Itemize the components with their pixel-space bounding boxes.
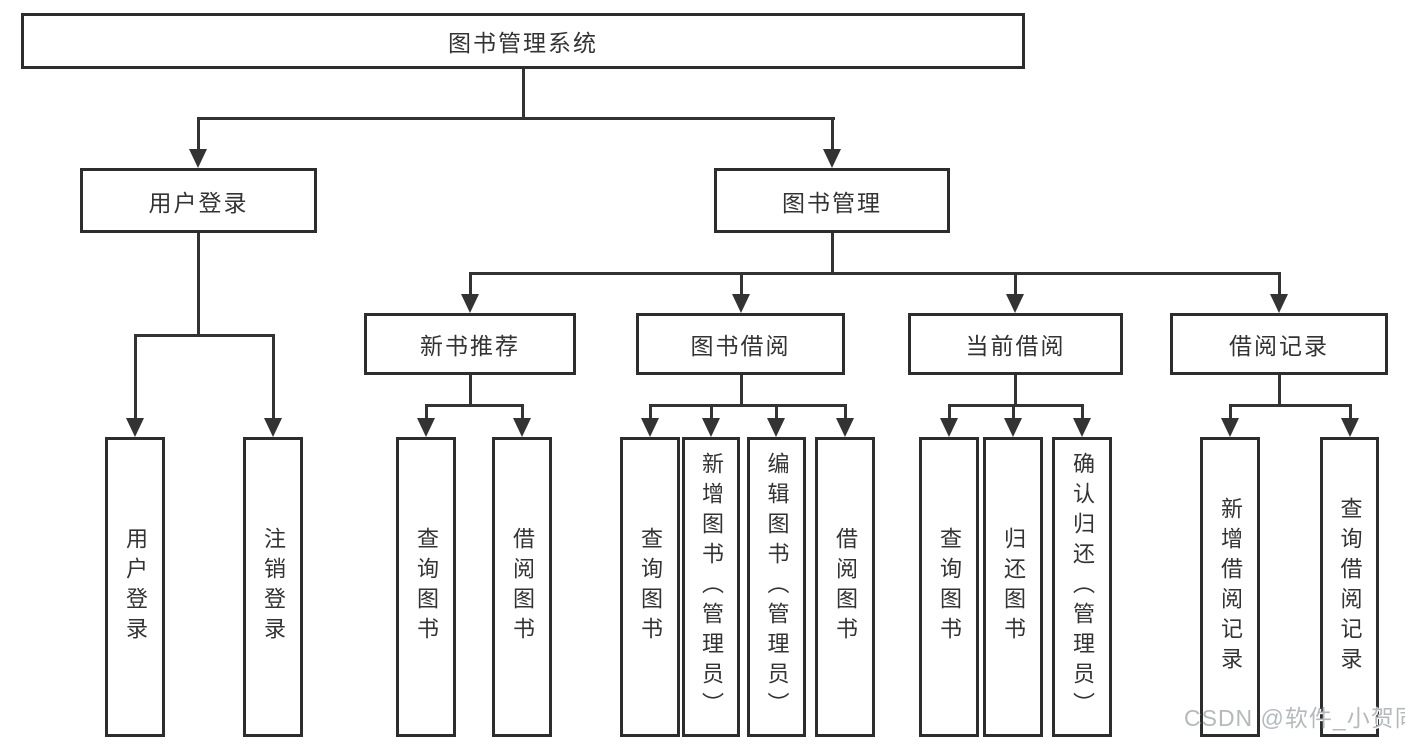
leaf-add-book-admin: 新增图书（管理员） xyxy=(682,437,740,737)
arrow-down-icon xyxy=(1270,294,1288,313)
connector-line xyxy=(134,334,275,337)
leaf-confirm-return-admin: 确认归还（管理员） xyxy=(1052,437,1112,737)
arrow-down-icon xyxy=(417,418,435,437)
leaf-user-login: 用户登录 xyxy=(105,437,165,737)
leaf-logout: 注销登录 xyxy=(243,437,303,737)
arrow-down-icon xyxy=(940,418,958,437)
connector-line xyxy=(1229,406,1232,420)
node-new-book-recommend: 新书推荐 xyxy=(364,313,576,375)
leaf-add-borrow-record-label: 新增借阅记录 xyxy=(1218,497,1243,677)
arrow-down-icon xyxy=(1073,418,1091,437)
leaf-add-borrow-record: 新增借阅记录 xyxy=(1200,437,1260,737)
node-book-management: 图书管理 xyxy=(714,168,950,233)
node-current-borrow-label: 当前借阅 xyxy=(965,333,1066,359)
node-borrow-records-label: 借阅记录 xyxy=(1229,333,1329,359)
arrow-down-icon xyxy=(461,294,479,313)
connector-line xyxy=(197,118,200,151)
leaf-recommend-borrow-book-label: 借阅图书 xyxy=(510,527,535,647)
connector-line xyxy=(1012,406,1015,420)
connector-line xyxy=(1349,406,1352,420)
connector-line xyxy=(425,406,428,420)
arrow-down-icon xyxy=(1004,418,1022,437)
arrow-down-icon xyxy=(641,418,659,437)
leaf-recommend-query-book: 查询图书 xyxy=(396,437,456,737)
arrow-down-icon xyxy=(732,294,750,313)
leaf-current-query-book-label: 查询图书 xyxy=(937,527,962,647)
connector-line xyxy=(1014,274,1017,296)
leaf-borrow-borrow-book: 借阅图书 xyxy=(815,437,875,737)
node-borrow-records: 借阅记录 xyxy=(1170,313,1388,375)
node-book-management-label: 图书管理 xyxy=(782,189,882,216)
connector-line xyxy=(197,233,200,336)
connector-line xyxy=(740,274,743,296)
arrow-down-icon xyxy=(702,418,720,437)
connector-line xyxy=(272,336,275,420)
connector-line xyxy=(469,274,472,296)
node-book-borrow-label: 图书借阅 xyxy=(690,333,791,359)
connector-line xyxy=(831,233,834,275)
leaf-user-login-label: 用户登录 xyxy=(123,527,148,647)
leaf-borrow-borrow-book-label: 借阅图书 xyxy=(833,527,858,647)
leaf-current-query-book: 查询图书 xyxy=(919,437,979,737)
watermark: CSDN @软件_小贺同学 xyxy=(1184,705,1405,731)
connector-line xyxy=(469,375,472,406)
node-user-login: 用户登录 xyxy=(80,168,317,233)
leaf-borrow-query-book: 查询图书 xyxy=(620,437,680,737)
arrow-down-icon xyxy=(1006,294,1024,313)
leaf-edit-book-admin-label: 编辑图书（管理员） xyxy=(764,452,790,722)
connector-line xyxy=(710,406,713,420)
node-root: 图书管理系统 xyxy=(21,13,1025,69)
connector-line xyxy=(1278,375,1281,406)
connector-line xyxy=(948,404,1084,407)
leaf-borrow-query-book-label: 查询图书 xyxy=(638,527,663,647)
leaf-confirm-return-admin-label: 确认归还（管理员） xyxy=(1070,452,1095,722)
leaf-logout-label: 注销登录 xyxy=(261,527,286,647)
connector-line xyxy=(948,406,951,420)
connector-line xyxy=(1278,274,1281,296)
leaf-recommend-query-book-label: 查询图书 xyxy=(414,527,439,647)
leaf-add-book-admin-label: 新增图书（管理员） xyxy=(699,452,724,722)
connector-line xyxy=(134,336,137,420)
connector-line xyxy=(831,118,834,151)
arrow-down-icon xyxy=(513,418,531,437)
connector-line xyxy=(1014,375,1017,406)
node-root-label: 图书管理系统 xyxy=(448,30,598,56)
connector-line xyxy=(775,406,778,420)
leaf-recommend-borrow-book: 借阅图书 xyxy=(492,437,552,737)
connector-line xyxy=(197,117,835,120)
arrow-down-icon xyxy=(767,418,785,437)
leaf-return-book-label: 归还图书 xyxy=(1001,527,1026,647)
leaf-edit-book-admin: 编辑图书（管理员） xyxy=(747,437,806,737)
node-book-borrow: 图书借阅 xyxy=(636,313,845,375)
connector-line xyxy=(425,404,524,407)
arrow-down-icon xyxy=(1221,418,1239,437)
node-current-borrow: 当前借阅 xyxy=(908,313,1123,375)
connector-line xyxy=(649,404,847,407)
connector-line xyxy=(844,406,847,420)
connector-line xyxy=(521,406,524,420)
connector-line xyxy=(522,69,525,120)
leaf-query-borrow-record-label: 查询借阅记录 xyxy=(1337,497,1363,677)
connector-line xyxy=(649,406,652,420)
arrow-down-icon xyxy=(126,418,144,437)
connector-line xyxy=(469,272,1281,275)
connector-line xyxy=(740,375,743,406)
node-user-login-label: 用户登录 xyxy=(148,189,249,216)
connector-line xyxy=(1081,406,1084,420)
arrow-down-icon xyxy=(1341,418,1359,437)
arrow-down-icon xyxy=(836,418,854,437)
arrow-down-icon xyxy=(823,149,841,168)
connector-line xyxy=(1229,404,1352,407)
arrow-down-icon xyxy=(264,418,282,437)
leaf-query-borrow-record: 查询借阅记录 xyxy=(1320,437,1379,737)
arrow-down-icon xyxy=(189,149,207,168)
leaf-return-book: 归还图书 xyxy=(983,437,1043,737)
node-new-book-recommend-label: 新书推荐 xyxy=(420,333,520,359)
